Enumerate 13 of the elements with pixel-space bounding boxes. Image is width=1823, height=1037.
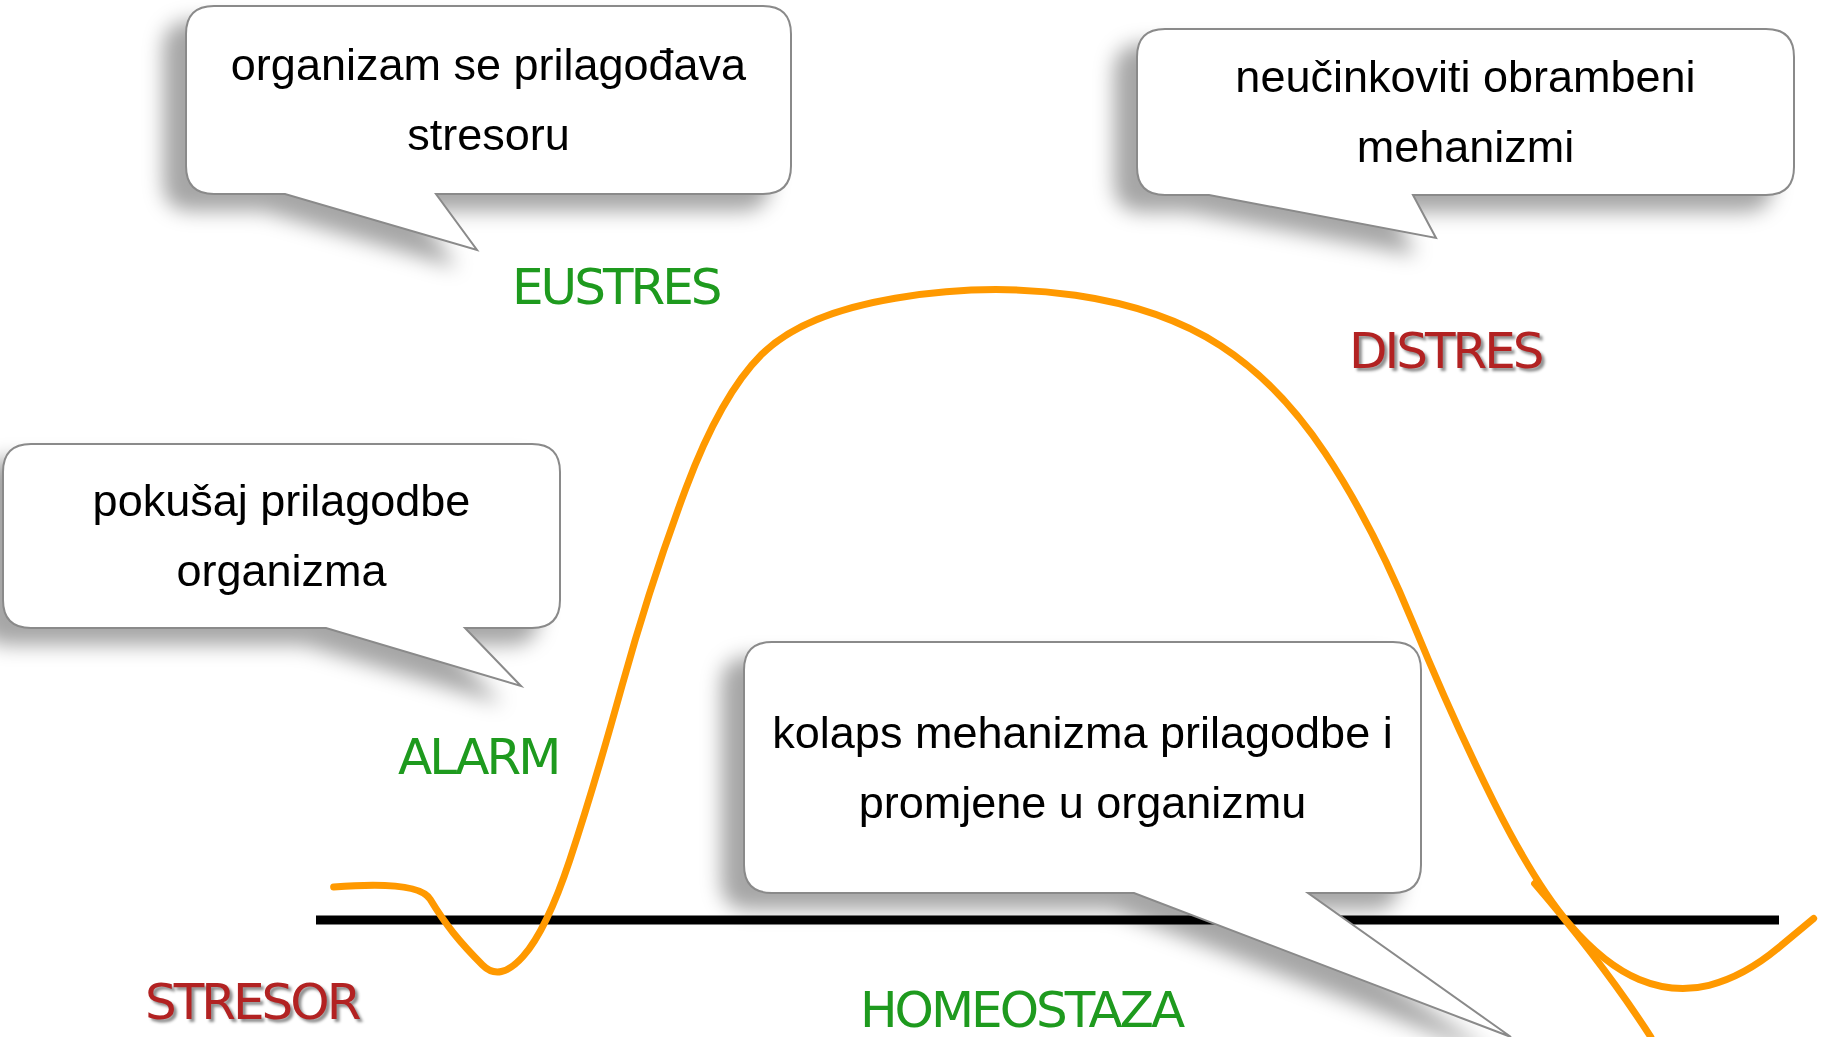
speech-bubble [186,6,791,250]
speech-bubble [3,444,560,686]
phase-label: HOMEOSTAZA [860,985,1183,1035]
phase-label: EUSTRES [512,262,720,312]
phase-label: STRESOR [145,977,359,1027]
bubble-text: kolaps mehanizma prilagodbe i promjene u organizmu [771,705,1394,830]
speech-bubble [744,642,1511,1037]
speech-bubble [1137,29,1794,238]
bubble-text: organizam se prilagođava stresoru [229,38,748,162]
bubble-text: pokušaj prilagodbe organizma [91,474,472,598]
phase-label: DISTRES [1349,326,1542,376]
bubble-text: neučinkoviti obrambeni mehanizmi [1234,50,1697,174]
phase-label: ALARM [398,732,559,782]
